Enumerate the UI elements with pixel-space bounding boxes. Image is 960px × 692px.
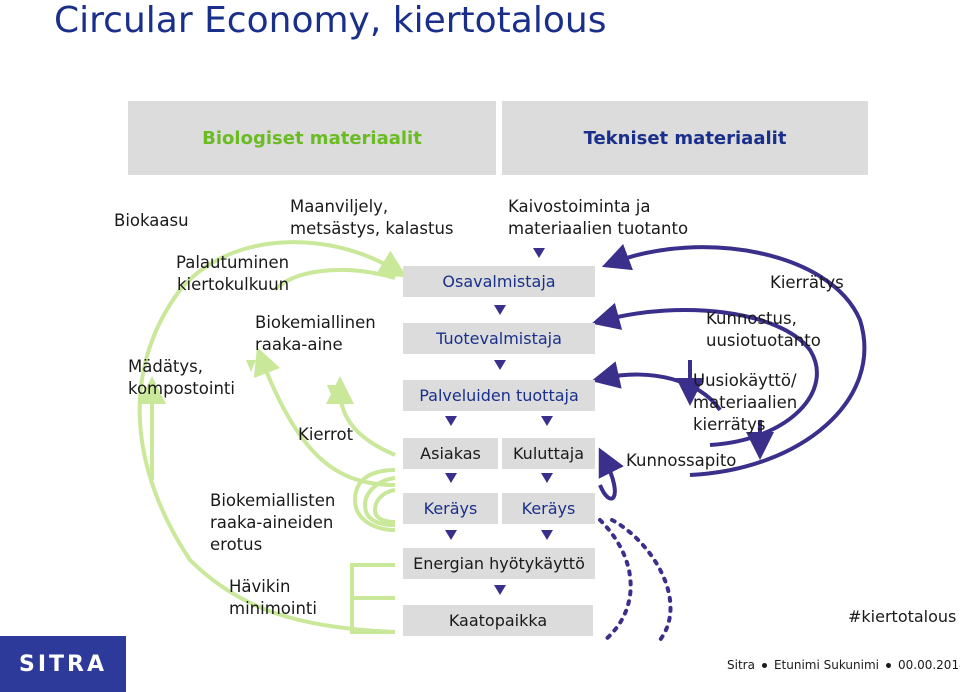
biological-flows (137, 240, 407, 634)
box-energian-hyotykaytto: Energian hyötykäyttö (403, 548, 595, 579)
label-erotus: Biokemiallisten raaka-aineiden erotus (210, 490, 335, 556)
tech-arc-inner (591, 361, 722, 412)
label-kierratys: Kierrätys (770, 273, 844, 292)
bio-triangles (246, 360, 337, 397)
label-uusiokaytto-line1: Uusiokäyttö/ (693, 371, 797, 390)
label-havikin-line1: Hävikin (229, 577, 291, 596)
page-title: Circular Economy, kiertotalous (54, 0, 607, 41)
footer-org: Sitra (727, 658, 755, 672)
tech-arc-outer (601, 243, 867, 477)
box-kerays-biological: Keräys (403, 493, 498, 524)
box-kaatopaikka: Kaatopaikka (403, 605, 593, 636)
label-kierrot: Kierrot (298, 425, 354, 444)
label-havikin: Hävikin minimointi (229, 576, 317, 620)
label-kaivostoiminta-line2: materiaalien tuotanto (508, 219, 689, 238)
footer-separator-icon (886, 663, 891, 668)
label-kunnostus-line1: Kunnostus, (706, 309, 797, 328)
tri-kerays-a1 (445, 473, 457, 483)
label-biokemiallinen-line2: raaka-aine (255, 335, 343, 354)
header-technical: Tekniset materiaalit (502, 101, 868, 175)
tri-bio-1 (246, 360, 256, 372)
box-kuluttaja: Kuluttaja (502, 438, 595, 469)
label-uusiokaytto: Uusiokäyttö/ materiaalien kierrätys (693, 370, 797, 436)
label-biokemiallinen: Biokemiallinen raaka-aine (255, 312, 376, 356)
label-kaivostoiminta: Kaivostoiminta ja materiaalien tuotanto (508, 196, 688, 240)
tech-dotted-1 (598, 518, 633, 642)
bio-arc-mid (253, 346, 396, 487)
label-palautuminen-line1: Palautuminen (176, 253, 290, 272)
sitra-logo: SITRA (0, 636, 126, 692)
tri-bio-2 (327, 385, 337, 397)
label-maanviljely-line1: Maanviljely, (290, 197, 389, 216)
flow-triangles (445, 248, 553, 595)
technical-flows (591, 243, 867, 642)
box-osavalmistaja: Osavalmistaja (403, 266, 595, 297)
label-palautuminen: Palautuminen kiertokulkuun (176, 252, 289, 296)
header-biological: Biologiset materiaalit (128, 101, 496, 175)
tri-asiakas (445, 416, 457, 426)
tri-kuluttaja (541, 416, 553, 426)
label-havikin-line2: minimointi (229, 599, 317, 618)
label-uusiokaytto-line3: kierrätys (693, 415, 766, 434)
tri-tuote (494, 360, 506, 370)
label-palautuminen-line2: kiertokulkuun (176, 275, 290, 294)
label-kaivostoiminta-line1: Kaivostoiminta ja (508, 197, 651, 216)
box-asiakas: Asiakas (403, 438, 498, 469)
bio-arc-small (326, 376, 396, 457)
tri-osa (494, 305, 506, 315)
box-kerays-technical: Keräys (502, 493, 595, 524)
label-erotus-line1: Biokemiallisten (210, 491, 336, 510)
tech-arc-mid (591, 302, 819, 447)
bio-arc-outer (137, 240, 407, 634)
label-biokemiallinen-line1: Biokemiallinen (255, 313, 376, 332)
box-palveluiden-tuottaja: Palveluiden tuottaja (403, 380, 595, 411)
label-kunnostus-line2: uusiotuotanto (706, 331, 821, 350)
label-kunnossapito: Kunnossapito (626, 451, 737, 470)
label-erotus-line3: erotus (210, 535, 263, 554)
tech-dotted-2 (610, 518, 673, 642)
label-madatys: Mädätys, kompostointi (128, 356, 235, 400)
box-tuotevalmistaja: Tuotevalmistaja (403, 323, 595, 354)
footer-author: Etunimi Sukunimi (773, 658, 879, 672)
tri-kerays-b2 (541, 530, 553, 540)
label-madatys-line2: kompostointi (128, 379, 235, 398)
label-maanviljely: Maanviljely, metsästys, kalastus (290, 196, 454, 240)
tri-energia (494, 585, 506, 595)
tri-kaivos (533, 248, 545, 258)
bio-loop-3 (372, 488, 396, 524)
label-kunnostus: Kunnostus, uusiotuotanto (706, 308, 821, 352)
label-maanviljely-line2: metsästys, kalastus (290, 219, 454, 238)
tri-kerays-a2 (445, 530, 457, 540)
label-uusiokaytto-line2: materiaalien (693, 393, 798, 412)
hashtag-label: #kiertotalous (848, 607, 957, 626)
bio-loop-1 (352, 468, 396, 532)
tri-kerays-b1 (541, 473, 553, 483)
bio-loop-2 (362, 476, 396, 527)
label-madatys-line1: Mädätys, (128, 357, 204, 376)
footer-date: 00.00.2014 (898, 658, 960, 672)
tech-arc-small (598, 447, 624, 501)
label-erotus-line2: raaka-aineiden (210, 513, 334, 532)
bio-arc-inner (273, 268, 396, 292)
footer-separator-icon (761, 663, 767, 668)
label-biokaasu: Biokaasu (114, 211, 189, 230)
